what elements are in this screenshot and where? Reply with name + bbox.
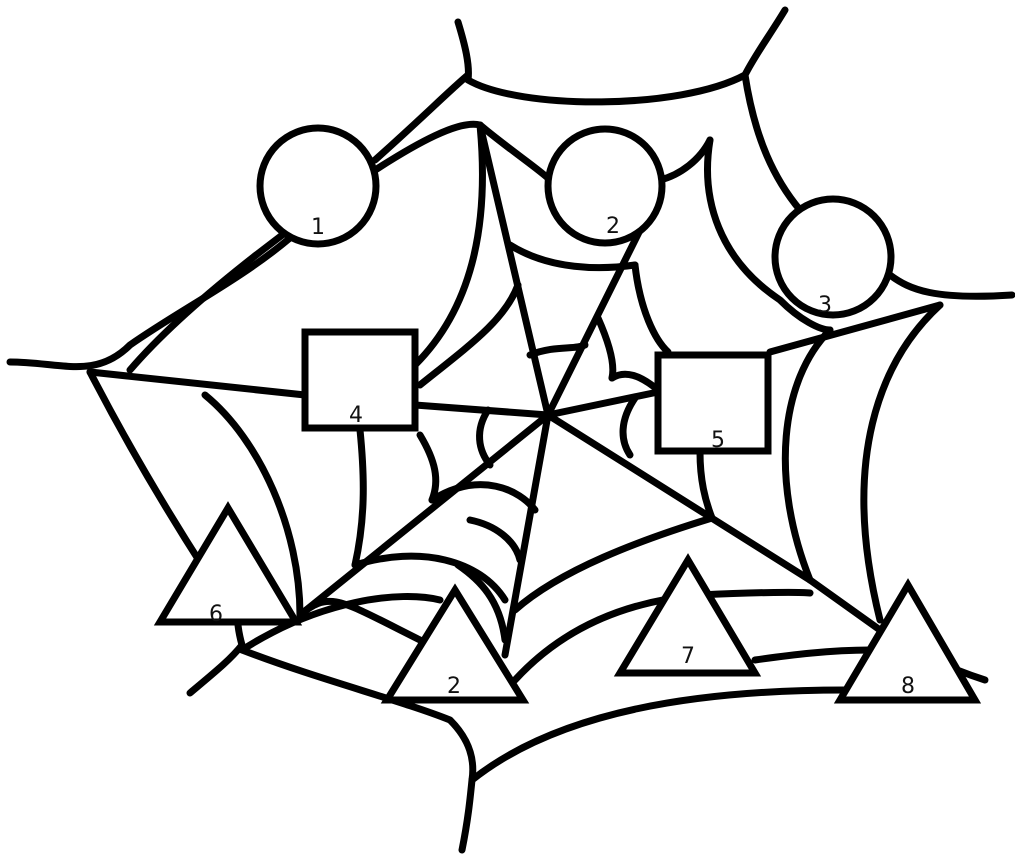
web-spiral-arc (785, 330, 830, 580)
circle-shape (775, 199, 891, 315)
node-square-4: 4 (305, 332, 415, 428)
node-label: 5 (711, 428, 725, 453)
web-spiral-arc (415, 125, 482, 365)
circle-shape (548, 129, 662, 243)
web-outer-thread (890, 275, 1012, 296)
web-spiral-arc (420, 285, 518, 385)
node-label: 4 (349, 403, 363, 428)
web-outer-thread (462, 690, 845, 850)
node-square-5: 5 (658, 355, 768, 453)
web-spiral-arc (864, 305, 940, 620)
web-spiral-arc (355, 556, 505, 600)
node-label: 7 (681, 644, 695, 669)
node-label: 6 (209, 602, 223, 627)
spider-web (10, 10, 1012, 850)
web-radial-thread (415, 405, 548, 415)
web-outer-thread (745, 10, 800, 210)
web-spiral-arc (510, 245, 635, 268)
node-label: 1 (311, 215, 325, 240)
node-triangle-2: 2 (387, 590, 523, 700)
web-outer-thread (458, 22, 745, 102)
web-spiral-arc (470, 520, 520, 560)
web-spiral-arc (480, 410, 490, 465)
web-spiral-arc (598, 318, 613, 378)
web-spiral-arc (420, 435, 436, 500)
node-label: 3 (818, 293, 832, 318)
node-label: 8 (901, 674, 915, 699)
web-outer-thread (90, 372, 205, 570)
node-triangle-7: 7 (620, 560, 755, 673)
web-spiral-arc (612, 374, 658, 390)
node-triangle-8: 8 (840, 585, 975, 700)
web-outer-thread (375, 75, 468, 160)
web-spiral-arc (355, 430, 363, 565)
node-circle-3: 3 (775, 199, 891, 318)
web-radial-thread (548, 392, 658, 415)
web-spiral-arc (755, 650, 870, 660)
web-spiral-arc (623, 398, 635, 455)
node-label: 2 (447, 674, 461, 699)
node-circle-1: 1 (260, 128, 376, 244)
web-radial-thread (505, 415, 548, 655)
node-label: 2 (606, 214, 620, 239)
web-spiral-arc (635, 265, 668, 352)
web-spiral-arc (660, 140, 710, 180)
node-circle-2: 2 (548, 129, 662, 243)
web-spiral-arc (300, 601, 420, 640)
web-radial-thread (90, 372, 305, 395)
